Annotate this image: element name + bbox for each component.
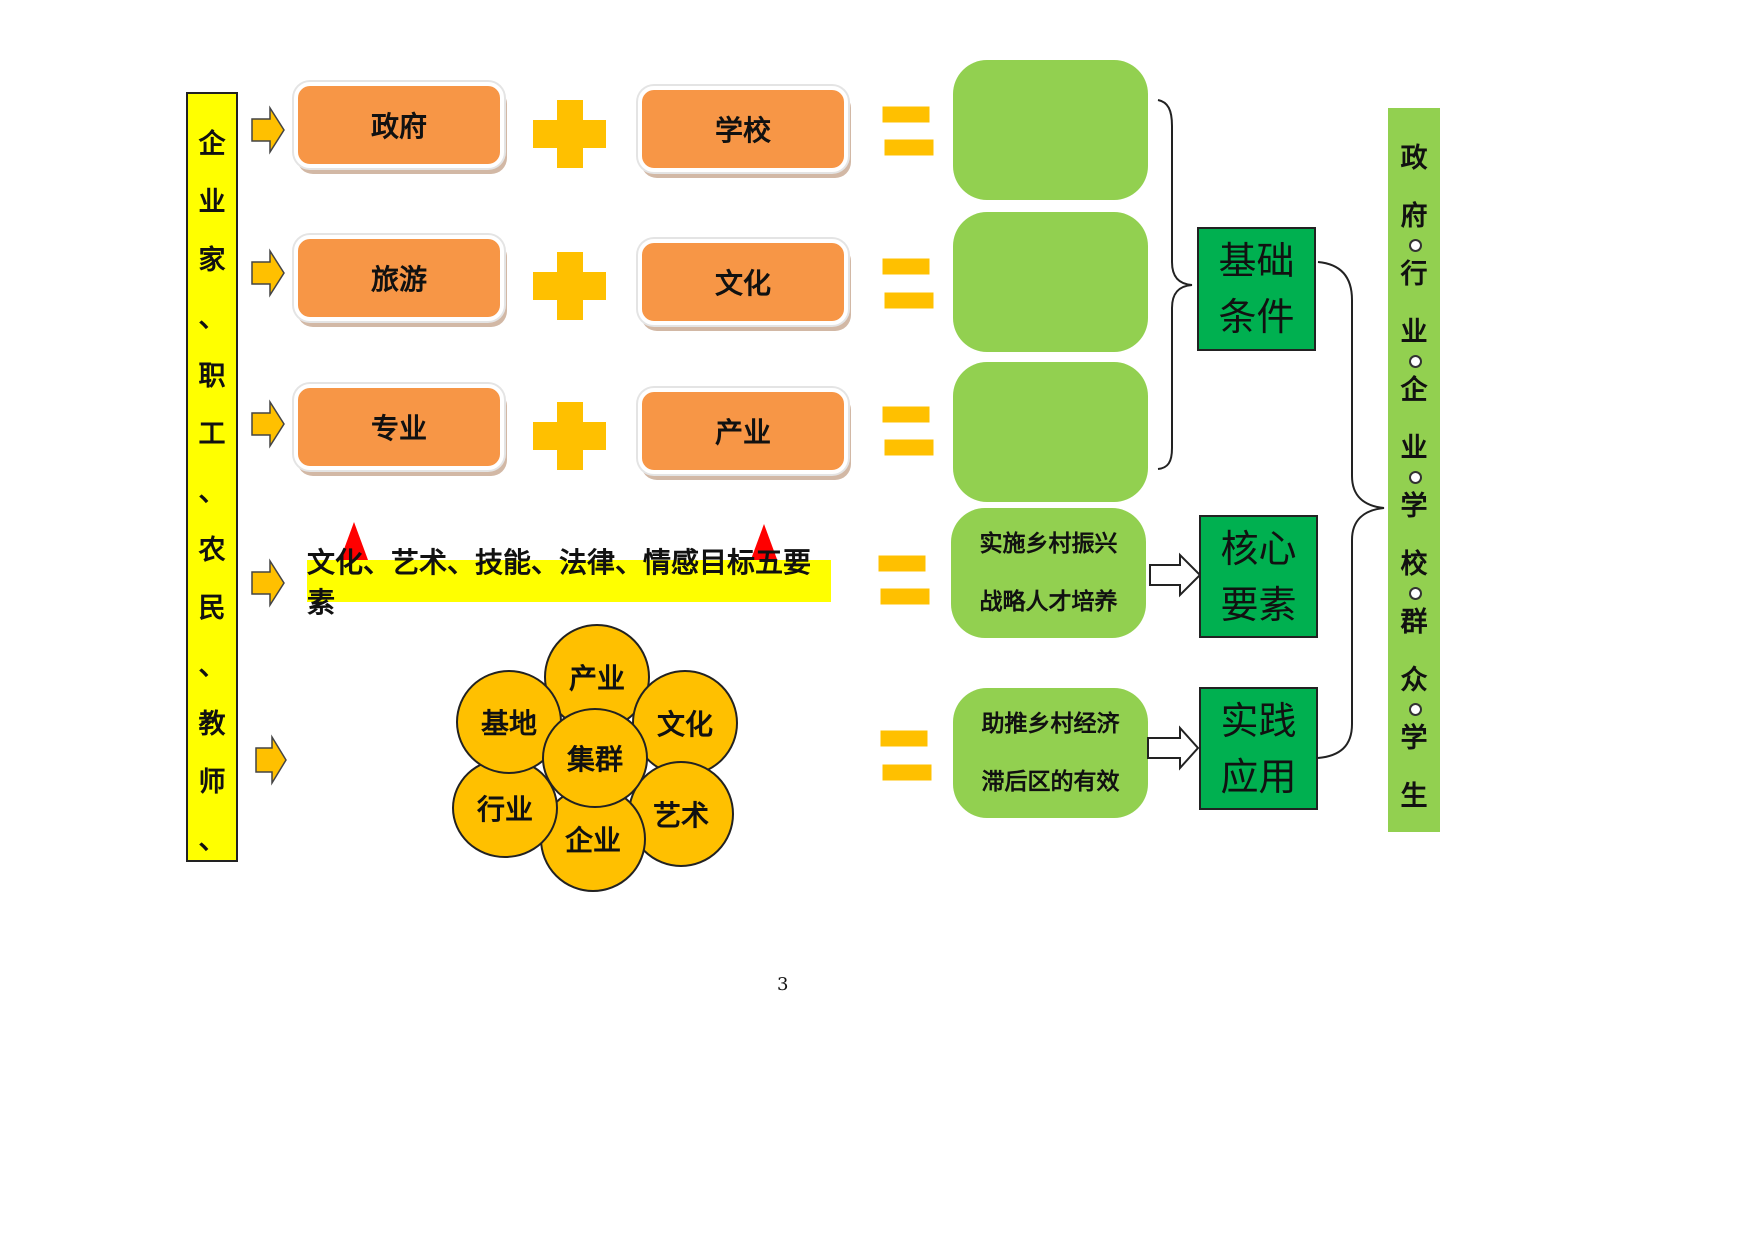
five-elements-banner: 文化、艺术、技能、法律、情感目标五要素 <box>307 546 831 619</box>
left-bar-char: 、 <box>198 825 226 856</box>
result-box-1 <box>953 60 1148 200</box>
right-bar-char: 生 <box>1400 781 1428 812</box>
block-arrow-right-icon <box>255 734 287 786</box>
box-school: 学校 <box>638 86 848 172</box>
right-bar-char: 学 <box>1400 491 1428 522</box>
left-bar-char: 职 <box>198 361 226 392</box>
right-shared-bar: 政府行业企业学校群众学生共享 <box>1388 108 1440 832</box>
plus-icon <box>533 402 606 470</box>
box-government: 政府 <box>294 82 504 168</box>
equals-icon <box>881 257 935 310</box>
right-bar-char: 学 <box>1400 723 1428 754</box>
result-text-line: 战略人才培养 <box>979 589 1118 615</box>
label-text: 应用 <box>1220 754 1297 799</box>
right-bar-char: 行 <box>1400 259 1428 290</box>
brace-shared <box>1317 261 1385 759</box>
result-box-3 <box>953 362 1148 502</box>
result-text-line: 助推乡村经济 <box>981 711 1120 737</box>
cluster-petal-culture: 文化 <box>632 670 738 776</box>
right-bar-char: 众 <box>1401 652 1428 716</box>
right-bar-char: 业 <box>1401 304 1428 368</box>
left-bar-char: 、 <box>198 303 226 334</box>
cluster-center: 集群 <box>542 708 648 808</box>
label-practice-application: 实践 应用 <box>1199 687 1318 810</box>
right-bar-char: 群 <box>1400 607 1428 638</box>
right-bar-char: 企 <box>1400 375 1428 406</box>
left-bar-char: 教 <box>198 709 226 740</box>
right-bar-char: 业 <box>1401 420 1428 484</box>
label-text: 核心 <box>1220 526 1297 571</box>
block-arrow-right-icon <box>251 105 285 155</box>
plus-icon <box>533 100 606 168</box>
left-bar-char: 家 <box>198 245 226 276</box>
result-text-line: 滞后区的有效 <box>981 769 1120 795</box>
page-number: 3 <box>777 974 789 995</box>
left-bar-char: 企 <box>198 129 226 160</box>
block-arrow-right-icon <box>251 399 285 449</box>
hollow-arrow-right-icon <box>1147 725 1200 771</box>
label-core-elements: 核心 要素 <box>1199 515 1318 638</box>
cluster-petal-sector: 行业 <box>452 758 558 858</box>
result-box-talent-training: 实施乡村振兴 战略人才培养 <box>951 508 1146 638</box>
result-box-economy: 助推乡村经济 滞后区的有效 <box>953 688 1148 818</box>
equals-icon <box>877 554 931 606</box>
box-major: 专业 <box>294 384 504 470</box>
left-bar-char: 工 <box>198 419 226 450</box>
left-bar-char: 农 <box>198 535 226 566</box>
label-text: 要素 <box>1220 582 1297 627</box>
left-bar-char: 师 <box>198 767 226 798</box>
label-basic-conditions: 基础 条件 <box>1197 227 1316 351</box>
right-bar-char: 政 <box>1400 143 1428 174</box>
plus-icon <box>533 252 606 320</box>
label-text: 基础 <box>1218 239 1295 283</box>
left-participants-text: 企业家、职工、农民、教师、学生 <box>188 94 236 860</box>
result-box-2 <box>953 212 1148 352</box>
left-bar-char: 、 <box>198 477 226 508</box>
left-bar-char: 业 <box>198 187 226 218</box>
label-text: 条件 <box>1218 295 1295 339</box>
left-bar-char: 、 <box>198 651 226 682</box>
brace-basic <box>1157 99 1193 470</box>
right-shared-text: 政府行业企业学校群众学生共享 <box>1388 108 1440 832</box>
red-triangle-icon <box>340 522 368 560</box>
block-arrow-right-icon <box>251 248 285 298</box>
equals-icon <box>881 405 935 457</box>
box-industry: 产业 <box>638 388 848 474</box>
box-tourism: 旅游 <box>294 235 504 321</box>
left-participants-bar: 企业家、职工、农民、教师、学生 <box>186 92 238 862</box>
cluster-petal-art: 艺术 <box>628 761 734 867</box>
equals-icon <box>881 105 935 157</box>
result-text-line: 实施乡村振兴 <box>979 531 1118 557</box>
right-bar-char: 校 <box>1401 536 1428 600</box>
red-triangle-icon <box>750 524 778 562</box>
equals-icon <box>879 729 933 782</box>
left-bar-char: 民 <box>198 593 226 624</box>
hollow-arrow-right-icon <box>1149 552 1202 598</box>
block-arrow-right-icon <box>251 558 285 608</box>
right-bar-char: 府 <box>1401 188 1428 252</box>
label-text: 实践 <box>1220 698 1297 743</box>
box-culture: 文化 <box>638 239 848 325</box>
